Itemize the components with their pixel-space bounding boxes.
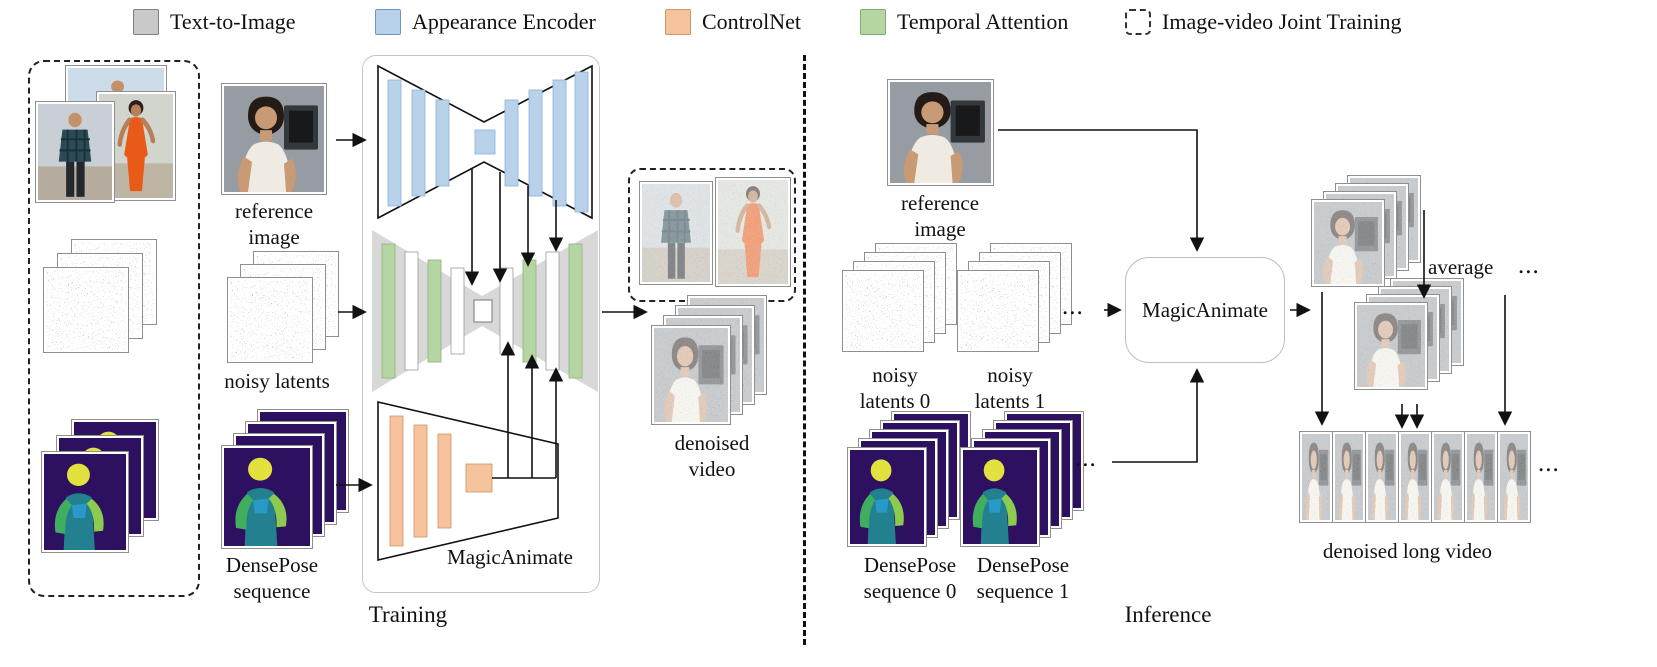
- densepose-sequence-0-label: DensePose sequence 0: [863, 553, 957, 604]
- densepose-ellipsis: ...: [1075, 445, 1097, 472]
- denoised-image-plaid-man: [639, 181, 713, 285]
- noisy-latents-label: noisy latents: [224, 369, 330, 393]
- legend-item-text-to-image: Text-to-Image: [133, 9, 296, 35]
- reference-image: [221, 83, 327, 195]
- noise-frame: [43, 267, 129, 353]
- legend-label-text-to-image: Text-to-Image: [170, 9, 296, 34]
- legend-label-temporal-attention: Temporal Attention: [897, 9, 1069, 34]
- noisy-latents-0-label: noisy latents 0: [859, 363, 931, 414]
- training-section-label: Training: [368, 602, 448, 627]
- noisy-latents-1-label: noisy latents 1: [974, 363, 1046, 414]
- magicanimate-model-label: MagicAnimate: [447, 545, 573, 569]
- section-divider: [803, 55, 806, 645]
- densepose-frame: [221, 445, 313, 549]
- densepose-sequence-1-label: DensePose sequence 1: [976, 553, 1070, 604]
- text-to-image-swatch: [133, 9, 159, 35]
- average-label: average: [1428, 255, 1494, 279]
- long-video-frame: [1431, 431, 1465, 523]
- inference-section-label: Inference: [1124, 602, 1212, 627]
- long-video-frame: [1365, 431, 1399, 523]
- denoised-long-video-label: denoised long video: [1322, 539, 1493, 563]
- joint-training-input-box: [28, 60, 200, 597]
- long-video-ellipsis: ...: [1538, 450, 1560, 477]
- output-segment-frame: [1354, 302, 1428, 390]
- average-ellipsis: ...: [1518, 252, 1540, 279]
- temporal-attention-swatch: [860, 9, 886, 35]
- joint-training-swatch: [1125, 9, 1151, 35]
- densepose-frame-0: [847, 447, 927, 547]
- legend-item-joint-training: Image-video Joint Training: [1125, 9, 1402, 35]
- long-video-frame: [1497, 431, 1531, 523]
- densepose-sequence-label: DensePose sequence: [225, 553, 319, 604]
- long-video-frame: [1464, 431, 1498, 523]
- controlnet-swatch: [665, 9, 691, 35]
- legend-label-joint-training: Image-video Joint Training: [1162, 9, 1402, 34]
- denoised-image-orange-dress: [715, 177, 791, 287]
- legend-item-controlnet: ControlNet: [665, 9, 801, 35]
- output-segment-frame: [1311, 199, 1385, 287]
- legend-item-temporal-attention: Temporal Attention: [860, 9, 1068, 35]
- noisy-latent-frame-1: [957, 270, 1039, 352]
- legend-item-appearance-encoder: Appearance Encoder: [375, 9, 596, 35]
- denoised-video-label: denoised video: [674, 431, 750, 482]
- appearance-encoder-swatch: [375, 9, 401, 35]
- magicanimate-inference-label: MagicAnimate: [1142, 297, 1268, 322]
- densepose-frame-1: [960, 447, 1040, 547]
- densepose-frame: [41, 451, 129, 553]
- noisy-latent-frame: [227, 277, 313, 363]
- reference-image-inference: [887, 79, 994, 186]
- magicanimate-inference-box: MagicAnimate: [1125, 257, 1285, 363]
- reference-image-inference-label: reference image: [900, 191, 980, 242]
- long-video-frame: [1332, 431, 1366, 523]
- latents-ellipsis: ...: [1062, 293, 1084, 320]
- legend-label-appearance-encoder: Appearance Encoder: [412, 9, 596, 34]
- long-video-frame: [1299, 431, 1333, 523]
- long-video-frame: [1398, 431, 1432, 523]
- denoised-video-frame: [651, 325, 731, 425]
- reference-image-label: reference image: [234, 199, 314, 250]
- magicanimate-model-box: [362, 55, 600, 593]
- fashion-image-plaid-man: [35, 101, 115, 203]
- legend-label-controlnet: ControlNet: [702, 9, 801, 34]
- noisy-latent-frame-0: [842, 270, 924, 352]
